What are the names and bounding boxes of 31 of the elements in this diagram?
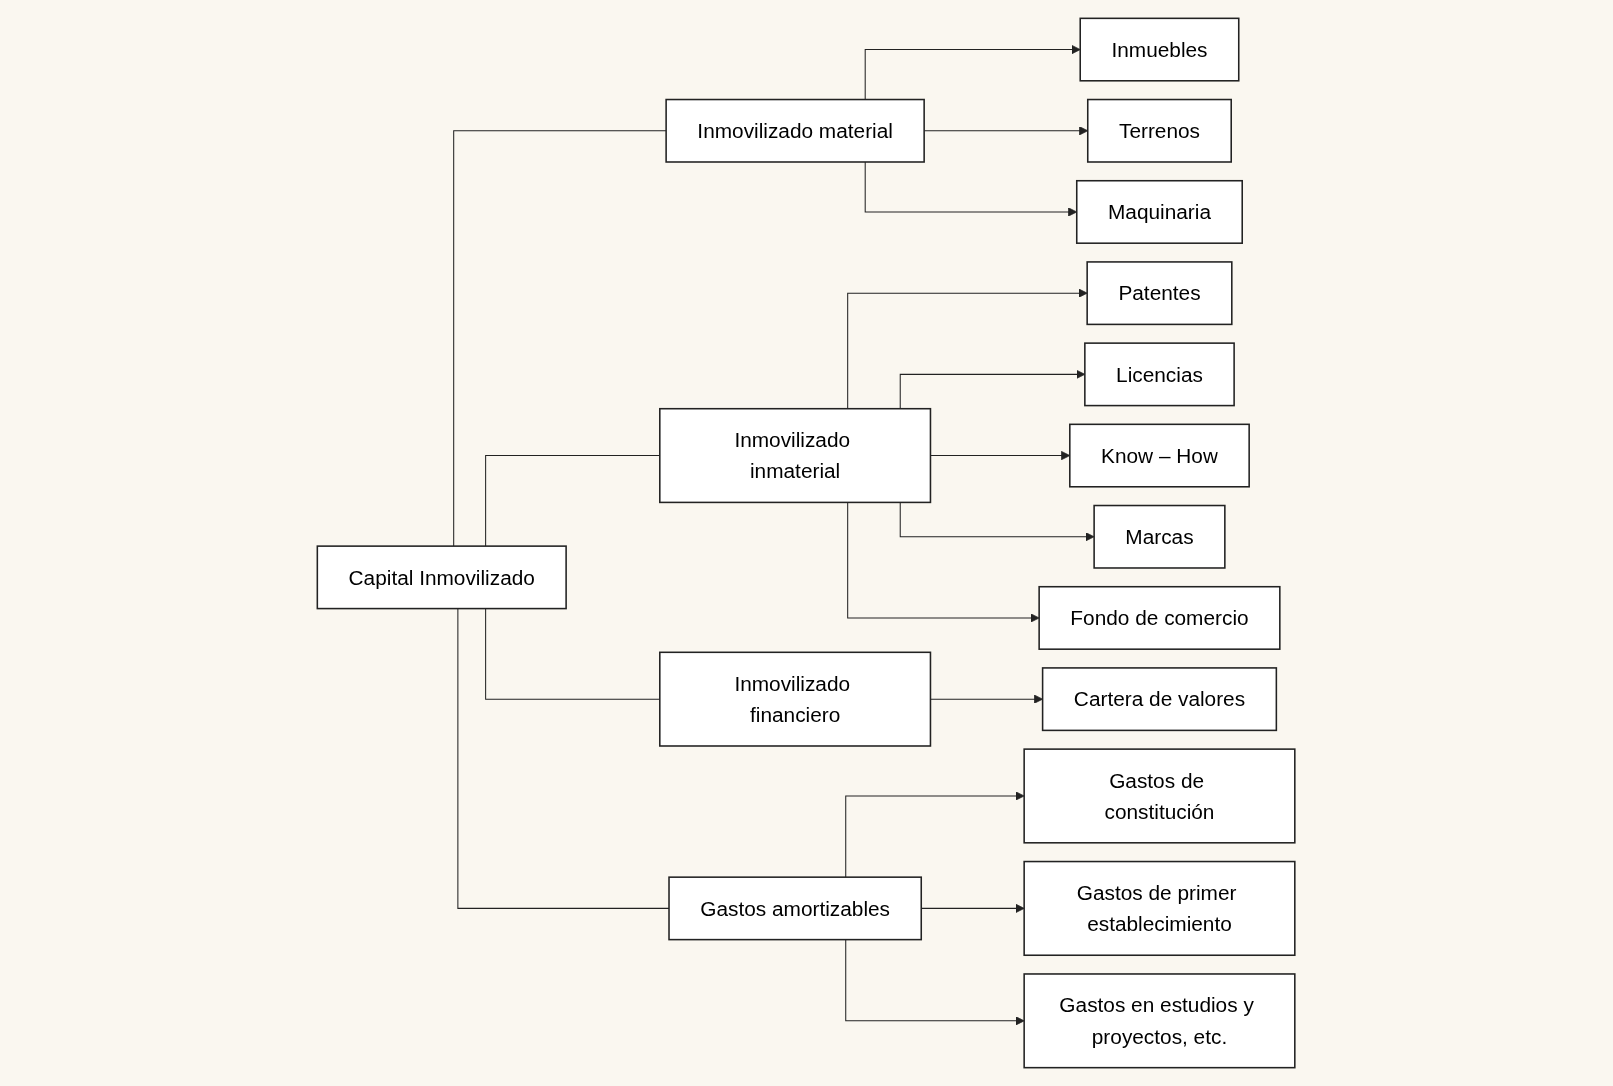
node-box: Cartera de valores [1042, 667, 1278, 732]
node-box: Gastos de primer establecimiento [1023, 860, 1296, 956]
node-box: Capital Inmovilizado [316, 545, 568, 610]
arrow [847, 288, 1088, 410]
node-box: Fondo de comercio [1038, 585, 1282, 650]
node-box: Marcas [1093, 504, 1227, 569]
arrow [847, 501, 1040, 623]
arrow [845, 939, 1025, 1026]
arrow [930, 451, 1071, 461]
node-box: Know – How [1069, 423, 1251, 488]
arrow [845, 791, 1025, 878]
node-box: Licencias [1084, 342, 1236, 407]
node-box: Inmovilizado financiero [659, 651, 932, 747]
connector [485, 608, 661, 700]
node-box: Gastos en estudios y proyectos, etc. [1023, 973, 1296, 1069]
node-box: Inmovilizado inmaterial [659, 407, 932, 504]
node-box: Terrenos [1087, 98, 1233, 163]
node-box: Inmovilizado material [665, 98, 926, 163]
node-box: Gastos de constitución [1023, 748, 1296, 844]
node-box: Patentes [1086, 261, 1233, 326]
connector [457, 608, 670, 909]
arrow [930, 694, 1044, 704]
node-box: Gastos amortizables [668, 876, 923, 941]
arrow [865, 161, 1078, 217]
connector [485, 455, 661, 547]
arrow [924, 126, 1089, 136]
arrow [900, 369, 1086, 410]
arrow [921, 903, 1025, 913]
node-box: Maquinaria [1076, 179, 1244, 244]
arrow [900, 501, 1095, 542]
node-box: Inmuebles [1079, 17, 1240, 82]
